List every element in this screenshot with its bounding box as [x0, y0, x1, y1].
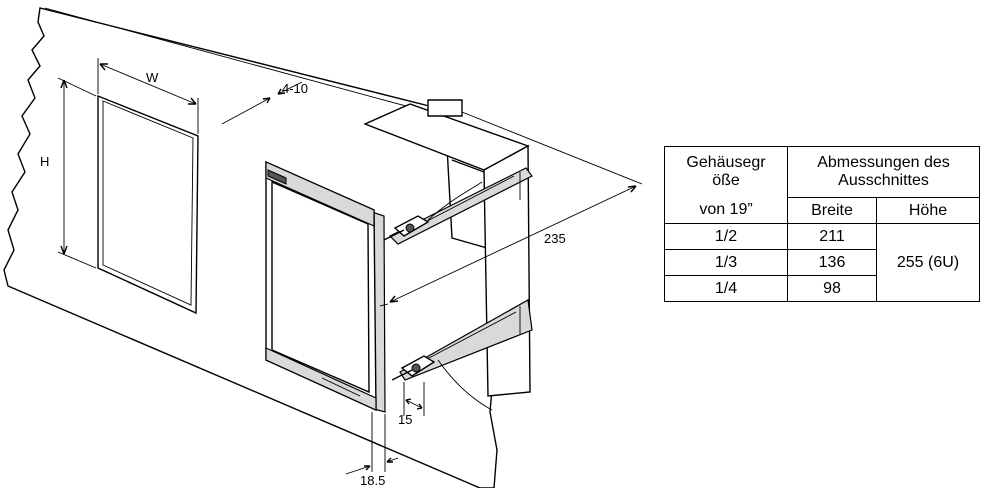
bezel-top-strip: [265, 161, 375, 227]
front-window: [271, 180, 370, 394]
header-housing-size-text: Gehäusegr öße: [686, 154, 766, 190]
depth-arrows: [389, 185, 637, 303]
table-row: 1/4 98: [664, 275, 980, 302]
header-cutout-text: Abmessungen des Ausschnittes: [817, 154, 950, 189]
bezel-depth-extensions: [371, 412, 386, 472]
depth-extension-rear: [461, 111, 643, 185]
housing-rear-box: [427, 99, 463, 117]
row-width: 98: [787, 275, 877, 302]
header-height: Höhe: [876, 197, 980, 224]
header-housing-size: Gehäusegr öße: [664, 146, 788, 198]
mounting-panel: [3, 7, 498, 488]
thickness-arrows: [262, 88, 286, 104]
width-arrow-left: [99, 63, 108, 71]
upper-screw: [383, 229, 405, 241]
header-housing-unit: von 19”: [664, 197, 788, 224]
bracket-offset-line: [405, 399, 423, 409]
table-subheader-row: von 19” Breite Höhe: [664, 197, 980, 224]
row-width: 136: [787, 249, 877, 276]
header-cutout-dimensions: Abmessungen des Ausschnittes: [787, 146, 980, 198]
width-dimension-line: [99, 63, 197, 105]
bezel-depth-label: 18.5: [360, 473, 385, 488]
bracket-offset-label: 15: [398, 412, 412, 427]
wire-lower: [437, 359, 493, 411]
lower-screw-head: [411, 363, 421, 373]
upper-screw-head: [405, 223, 415, 233]
row-size: 1/3: [664, 249, 788, 276]
row-width: 211: [787, 223, 877, 250]
height-arrows: [60, 79, 68, 255]
depth-extension-front: [379, 303, 389, 307]
width-label: W: [146, 70, 159, 85]
wire-upper: [427, 181, 483, 221]
upper-rail: [388, 167, 533, 245]
depth-dimension-line: [389, 185, 637, 303]
cutout-inner-edge: [102, 100, 194, 306]
thickness-dimension-line: [221, 81, 303, 125]
depth-label: 235: [544, 231, 566, 246]
cutout-dimensions-table: Gehäusegr öße Abmessungen des Ausschnitt…: [664, 146, 980, 302]
panel-cutout: [97, 94, 199, 315]
header-width: Breite: [787, 197, 877, 224]
width-arrow-right: [188, 97, 197, 105]
height-value: 255 (6U): [876, 223, 980, 302]
panel-edge: [44, 7, 451, 119]
table-row: 1/2 211 255 (6U): [664, 223, 980, 302]
bezel-bottom-strip: [265, 347, 377, 411]
lower-rail: [399, 299, 533, 381]
rail-details: [409, 172, 521, 369]
height-extension-bottom: [57, 251, 97, 269]
row-size: 1/4: [664, 275, 788, 302]
bezel-label-tag: [267, 169, 287, 185]
bezel-depth-arrows: [364, 457, 393, 471]
bracket-offset-extensions: [403, 382, 425, 416]
lower-screw: [391, 369, 413, 381]
bracket-offset-arrows: [405, 398, 423, 410]
bezel-bottom-tab: [321, 377, 361, 397]
panel-thickness-label: 4-10: [282, 81, 308, 96]
housing-panel-intersection: [451, 159, 485, 173]
row-size: 1/2: [664, 223, 788, 250]
height-label: H: [40, 154, 49, 169]
